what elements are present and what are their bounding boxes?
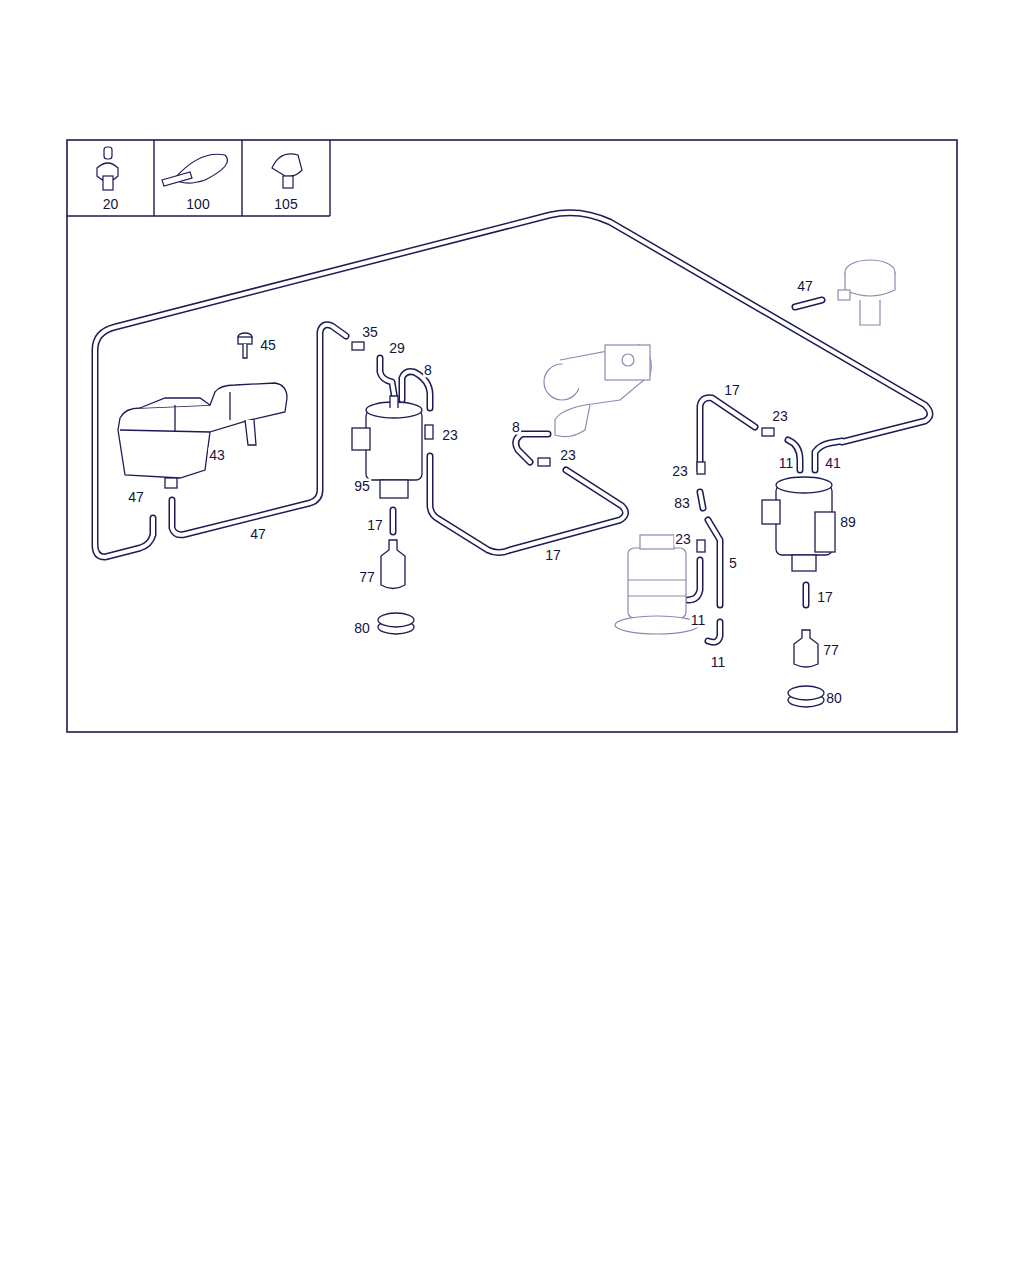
callout-number: 23 bbox=[441, 428, 459, 443]
icon-cell: 20 bbox=[67, 140, 154, 216]
callout-number: 80 bbox=[353, 621, 371, 636]
components bbox=[118, 333, 835, 707]
callout-number: 11 bbox=[710, 655, 727, 670]
part-number: 20 bbox=[67, 196, 154, 212]
legend-icons bbox=[97, 147, 302, 190]
callout-number: 47 bbox=[127, 490, 145, 505]
callout-number: 8 bbox=[423, 363, 433, 378]
callout-number: 47 bbox=[796, 279, 814, 294]
callout-number: 77 bbox=[822, 643, 840, 658]
callout-number: 41 bbox=[824, 456, 842, 471]
callout-number: 11 bbox=[690, 613, 707, 628]
callout-number: 89 bbox=[839, 515, 857, 530]
callout-number: 17 bbox=[723, 383, 741, 398]
icon-cell: 105 bbox=[242, 140, 330, 216]
callout-number: 80 bbox=[825, 691, 843, 706]
callout-number: 23 bbox=[559, 448, 577, 463]
callout-number: 17 bbox=[544, 548, 562, 563]
part-number: 105 bbox=[242, 196, 330, 212]
callout-number: 29 bbox=[388, 341, 406, 356]
callout-number: 83 bbox=[673, 496, 691, 511]
part-number: 100 bbox=[154, 196, 242, 212]
callout-number: 17 bbox=[816, 590, 834, 605]
callout-number: 47 bbox=[249, 527, 267, 542]
callout-number: 23 bbox=[674, 532, 692, 547]
callout-number: 23 bbox=[671, 464, 689, 479]
callout-number: 95 bbox=[353, 479, 371, 494]
callout-number: 77 bbox=[358, 570, 376, 585]
callout-number: 45 bbox=[259, 338, 277, 353]
callout-number: 11 bbox=[778, 456, 795, 471]
callout-number: 23 bbox=[771, 409, 789, 424]
icon-cell: 100 bbox=[154, 140, 242, 216]
callout-number: 5 bbox=[728, 556, 738, 571]
pale-components bbox=[544, 260, 895, 634]
callout-number: 17 bbox=[366, 518, 384, 533]
icon-grid bbox=[67, 140, 330, 216]
hose-lines bbox=[95, 213, 930, 643]
callout-number: 8 bbox=[511, 420, 521, 435]
frame bbox=[67, 140, 957, 732]
callout-number: 35 bbox=[361, 325, 379, 340]
callout-number: 43 bbox=[208, 448, 226, 463]
